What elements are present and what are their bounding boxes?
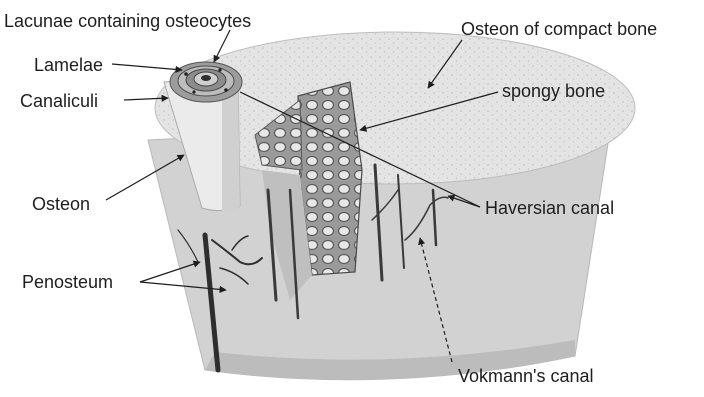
label-compact-osteon: Osteon of compact bone <box>461 20 657 38</box>
label-volkmann-canal: Vokmann's canal <box>458 367 594 385</box>
leader-lamelae <box>112 64 182 70</box>
label-periosteum: Penosteum <box>22 273 113 291</box>
label-osteon: Osteon <box>32 195 90 213</box>
osteon-top-lamellae <box>170 62 242 102</box>
label-haversian-canal: Haversian canal <box>485 199 614 217</box>
label-spongy-bone: spongy bone <box>502 82 605 100</box>
label-lacunae: Lacunae containing osteocytes <box>4 12 251 30</box>
label-canaliculi: Canaliculi <box>20 92 98 110</box>
label-lamelae: Lamelae <box>34 56 103 74</box>
